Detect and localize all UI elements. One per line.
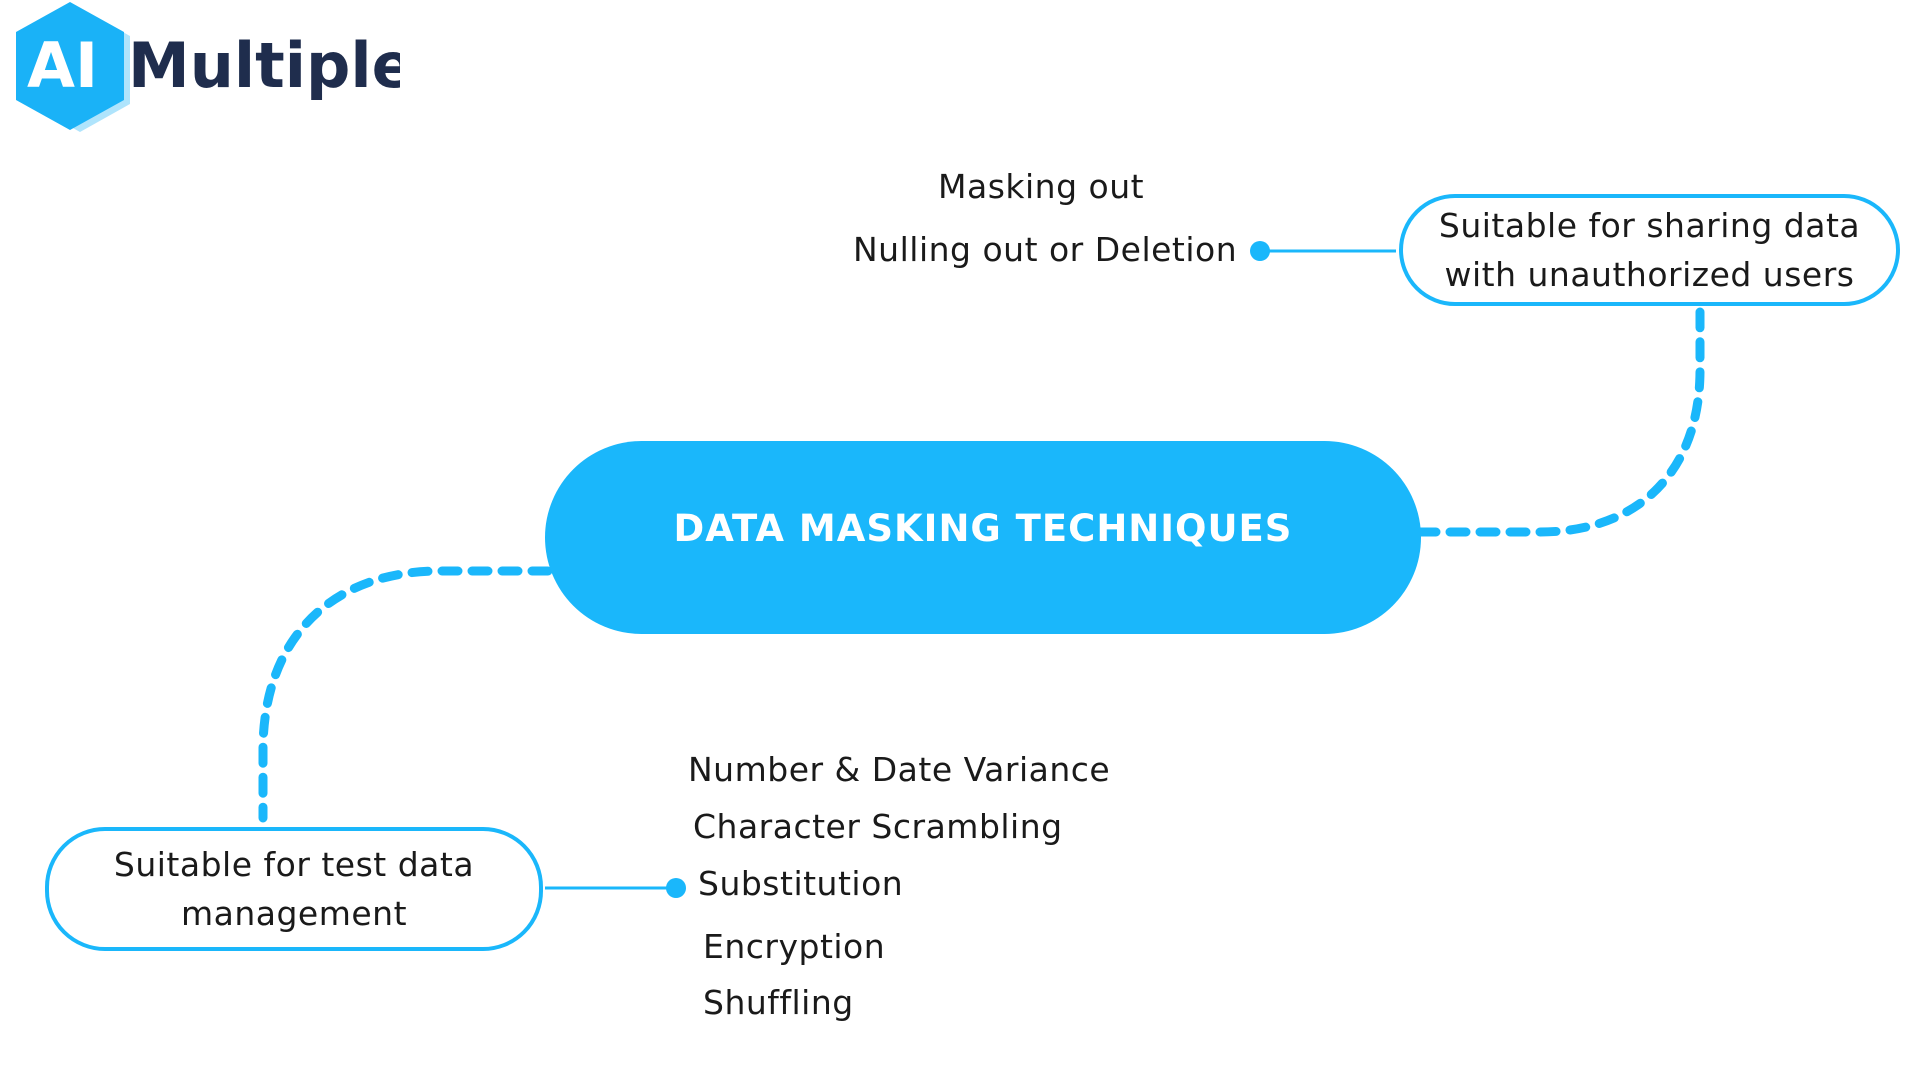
branch-node-sharing-data: Suitable for sharing data with unauthori… — [1399, 194, 1900, 306]
technique-substitution: Substitution — [698, 864, 904, 903]
center-node: DATA MASKING TECHNIQUES — [545, 441, 1421, 634]
logo-hexagon — [16, 2, 124, 130]
branch-node-sharing-data-label: Suitable for sharing data with unauthori… — [1438, 206, 1861, 294]
branch-node-test-data: Suitable for test data management — [45, 827, 543, 951]
logo-name-text: Multiple — [128, 29, 400, 102]
logo-ai-text: AI — [27, 29, 98, 102]
technique-nulling-out: Nulling out or Deletion — [853, 230, 1238, 269]
center-node-label: DATA MASKING TECHNIQUES — [673, 507, 1293, 550]
technique-encryption: Encryption — [703, 927, 886, 966]
aimultiple-logo: AI Multiple — [16, 2, 400, 132]
dashed-connector-top-right — [1415, 307, 1705, 537]
technique-number-date-variance: Number & Date Variance — [688, 750, 1111, 789]
dashed-connector-bottom-left — [258, 566, 553, 823]
branch-node-test-data-label: Suitable for test data management — [113, 845, 475, 933]
connector-dot-bottom-left — [666, 878, 686, 898]
technique-character-scrambling: Character Scrambling — [693, 807, 1063, 846]
connector-dot-top-right — [1250, 241, 1270, 261]
technique-shuffling: Shuffling — [703, 983, 854, 1022]
technique-masking-out: Masking out — [938, 167, 1145, 206]
